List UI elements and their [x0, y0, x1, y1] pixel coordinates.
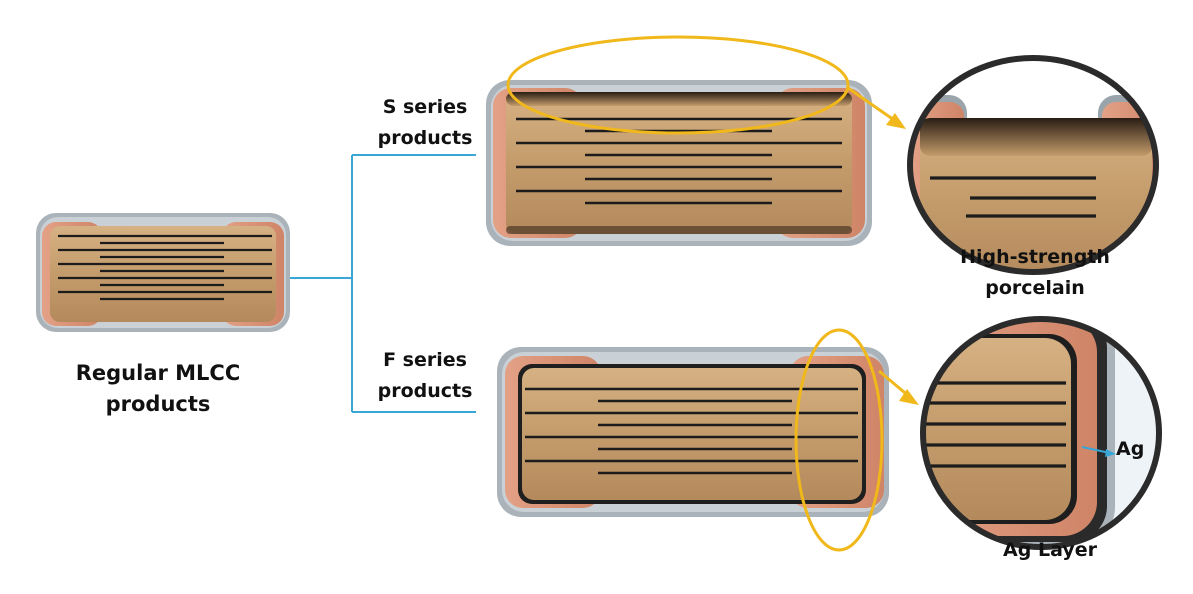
regular-mlcc-chip	[36, 213, 290, 332]
s-series-highlight-oval	[506, 35, 850, 135]
regular-mlcc-label-line1: Regular MLCC	[75, 361, 241, 385]
regular-electrode-lines	[58, 234, 272, 301]
regular-mlcc-label: Regular MLCC products	[58, 358, 258, 420]
f-series-label-line1: F series	[383, 349, 467, 371]
f-series-highlight-oval	[794, 328, 884, 552]
f-series-electrode-lines	[525, 387, 858, 475]
ag-layer-label: Ag Layer	[1003, 539, 1097, 561]
f-series-label: F series products	[372, 345, 478, 407]
connector-lines	[290, 154, 476, 413]
s-series-chip	[486, 35, 872, 246]
high-strength-label-line1: High-strength	[960, 246, 1110, 268]
ag-label: Ag	[1116, 438, 1145, 460]
regular-mlcc-label-line2: products	[105, 392, 211, 416]
high-strength-porcelain-label: High-strength porcelain	[950, 242, 1120, 304]
s-series-zoom-arrow	[847, 86, 906, 129]
s-series-label: S series products	[372, 92, 478, 154]
ag-pointer-arrow	[1081, 446, 1116, 457]
s-series-label-line1: S series	[382, 96, 468, 118]
f-series-zoom-arrow	[878, 369, 919, 405]
high-strength-label-line2: porcelain	[985, 277, 1085, 299]
s-series-label-line2: products	[377, 127, 473, 149]
ag-layer-zoom-circle	[920, 316, 1162, 550]
f-series-chip	[497, 328, 889, 552]
s-series-electrode-lines	[516, 117, 842, 205]
f-series-label-line2: products	[377, 380, 473, 402]
